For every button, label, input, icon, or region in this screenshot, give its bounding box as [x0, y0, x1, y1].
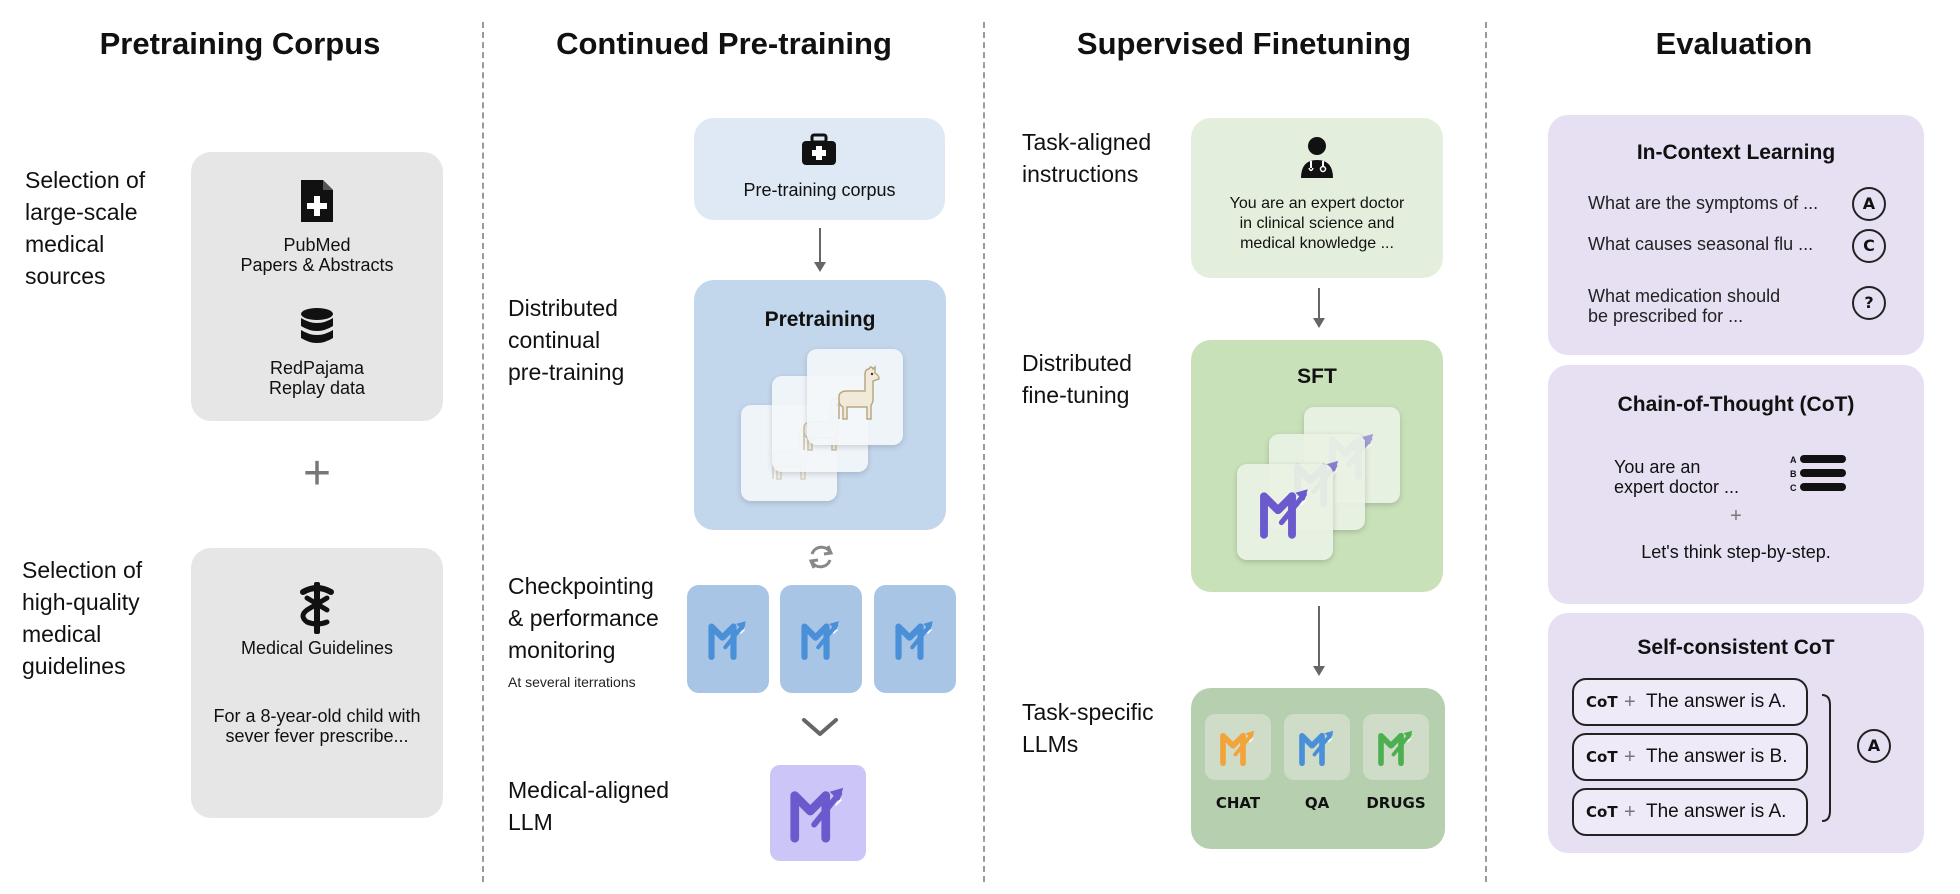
caduceus-icon [300, 582, 334, 634]
guideline-example-text: For a 8-year-old child with sever fever … [213, 706, 421, 746]
pretraining-corpus-label: Pre-training corpus [743, 180, 896, 200]
label-high-quality-guidelines: Selection of high-quality medical guidel… [22, 557, 143, 679]
medical-llm-tile [770, 765, 866, 861]
doctor-icon [1301, 137, 1333, 178]
sft-box: SFT [1191, 340, 1443, 592]
pubmed-label: PubMed Papers & Abstracts [240, 235, 394, 275]
label-distributed-finetuning: Distributed fine-tuning [1022, 350, 1132, 408]
cot-title: Chain-of-Thought (CoT) [1617, 393, 1855, 416]
column-title-evaluation: Evaluation [1655, 26, 1813, 61]
cot-box: Chain-of-Thought (CoT) You are an expert… [1548, 365, 1924, 604]
meditron-logo-icon [1297, 727, 1337, 767]
label-task-specific-llms: Task-specific LLMs [1022, 699, 1154, 757]
medkit-icon [802, 133, 836, 165]
meditron-logo-icon [1376, 727, 1416, 767]
checkpoint-note: At several iterrations [508, 674, 636, 690]
column-title-pretraining-corpus: Pretraining Corpus [99, 26, 381, 61]
checkpoint-tile [780, 585, 862, 693]
column-divider [1485, 22, 1487, 882]
icl-question: What causes seasonal flu ... [1588, 234, 1814, 254]
icl-answer-badge: C [1852, 229, 1886, 263]
task-label-chat: CHAT [1215, 794, 1261, 812]
chevron-down-icon [802, 718, 838, 736]
icl-question: What are the symptoms of ... [1588, 193, 1819, 213]
sc-cot-row: CoT + The answer is A. [1572, 788, 1808, 836]
sc-cot-title: Self-consistent CoT [1637, 636, 1835, 659]
icl-box: In-Context Learning What are the symptom… [1548, 115, 1924, 355]
icl-question: What medication should be prescribed for… [1588, 286, 1781, 326]
instruction-text: You are an expert doctor in clinical sci… [1229, 195, 1405, 252]
meditron-logo-icon [893, 617, 937, 661]
label-medical-aligned-llm: Medical-aligned LLM [508, 777, 670, 835]
sc-cot-row: CoT + The answer is A. [1572, 678, 1808, 726]
pretraining-box: Pretraining [694, 280, 946, 530]
cot-plus: + [1730, 505, 1742, 527]
sc-cot-box: Self-consistent CoT CoT + The answer is … [1548, 613, 1924, 853]
sc-cot-row: CoT + The answer is B. [1572, 733, 1808, 781]
meditron-logo-icon [706, 617, 750, 661]
label-task-aligned-instructions: Task-aligned instructions [1022, 129, 1152, 187]
meditron-logo-icon [1218, 727, 1258, 767]
pretraining-title: Pretraining [764, 308, 876, 331]
label-large-scale-sources: Selection of large-scale medical sources [25, 167, 146, 289]
list-icon: A B C [1790, 455, 1846, 495]
database-icon [301, 308, 333, 343]
pretraining-corpus-box: Pre-training corpus [694, 118, 945, 220]
document-plus-icon [301, 180, 333, 222]
instructions-box: You are an expert doctor in clinical sci… [1191, 118, 1443, 278]
medical-guidelines-label: Medical Guidelines [240, 638, 394, 658]
icl-title: In-Context Learning [1636, 141, 1836, 164]
meditron-logo-icon [799, 617, 843, 661]
checkpoint-tile [874, 585, 956, 693]
arrow-down [1313, 606, 1325, 676]
column-title-continued-pretraining: Continued Pre-training [556, 26, 892, 61]
label-checkpointing: Checkpointing & performance monitoring [508, 573, 659, 663]
column-divider [983, 22, 985, 882]
task-label-drugs: DRUGS [1366, 794, 1426, 812]
icl-answer-badge: A [1852, 187, 1886, 221]
model-card [1237, 464, 1333, 560]
bracket [1821, 694, 1831, 822]
task-tile-drugs [1363, 714, 1429, 780]
task-tile-chat [1205, 714, 1271, 780]
task-llms-box: CHAT QA DRUGS [1191, 688, 1445, 849]
redpajama-label: RedPajama Replay data [268, 358, 366, 398]
refresh-icon [808, 545, 834, 569]
task-tile-qa [1284, 714, 1350, 780]
column-title-supervised-finetuning: Supervised Finetuning [1076, 26, 1412, 61]
checkpoint-tile [687, 585, 769, 693]
label-distributed-continual: Distributed continual pre-training [508, 295, 625, 385]
corpus-sources-box: PubMed Papers & Abstracts RedPajama Repl… [191, 152, 443, 421]
icl-answer-badge: ? [1852, 286, 1886, 320]
cot-step-text: Let's think step-by-step. [1641, 542, 1831, 562]
arrow-down [1313, 288, 1325, 328]
plus-sign: + [302, 447, 332, 500]
llama-card [807, 349, 903, 445]
meditron-logo-icon [787, 782, 849, 844]
sft-title: SFT [1297, 365, 1337, 388]
guidelines-box: Medical Guidelines For a 8-year-old chil… [191, 548, 443, 818]
sc-final-answer-badge: A [1857, 729, 1891, 763]
llama-icon [825, 363, 885, 423]
arrow-down [814, 228, 826, 272]
column-divider [482, 22, 484, 882]
cot-prompt: You are an expert doctor ... [1614, 457, 1740, 497]
meditron-logo-icon [1257, 484, 1313, 540]
task-label-qa: QA [1304, 794, 1330, 812]
